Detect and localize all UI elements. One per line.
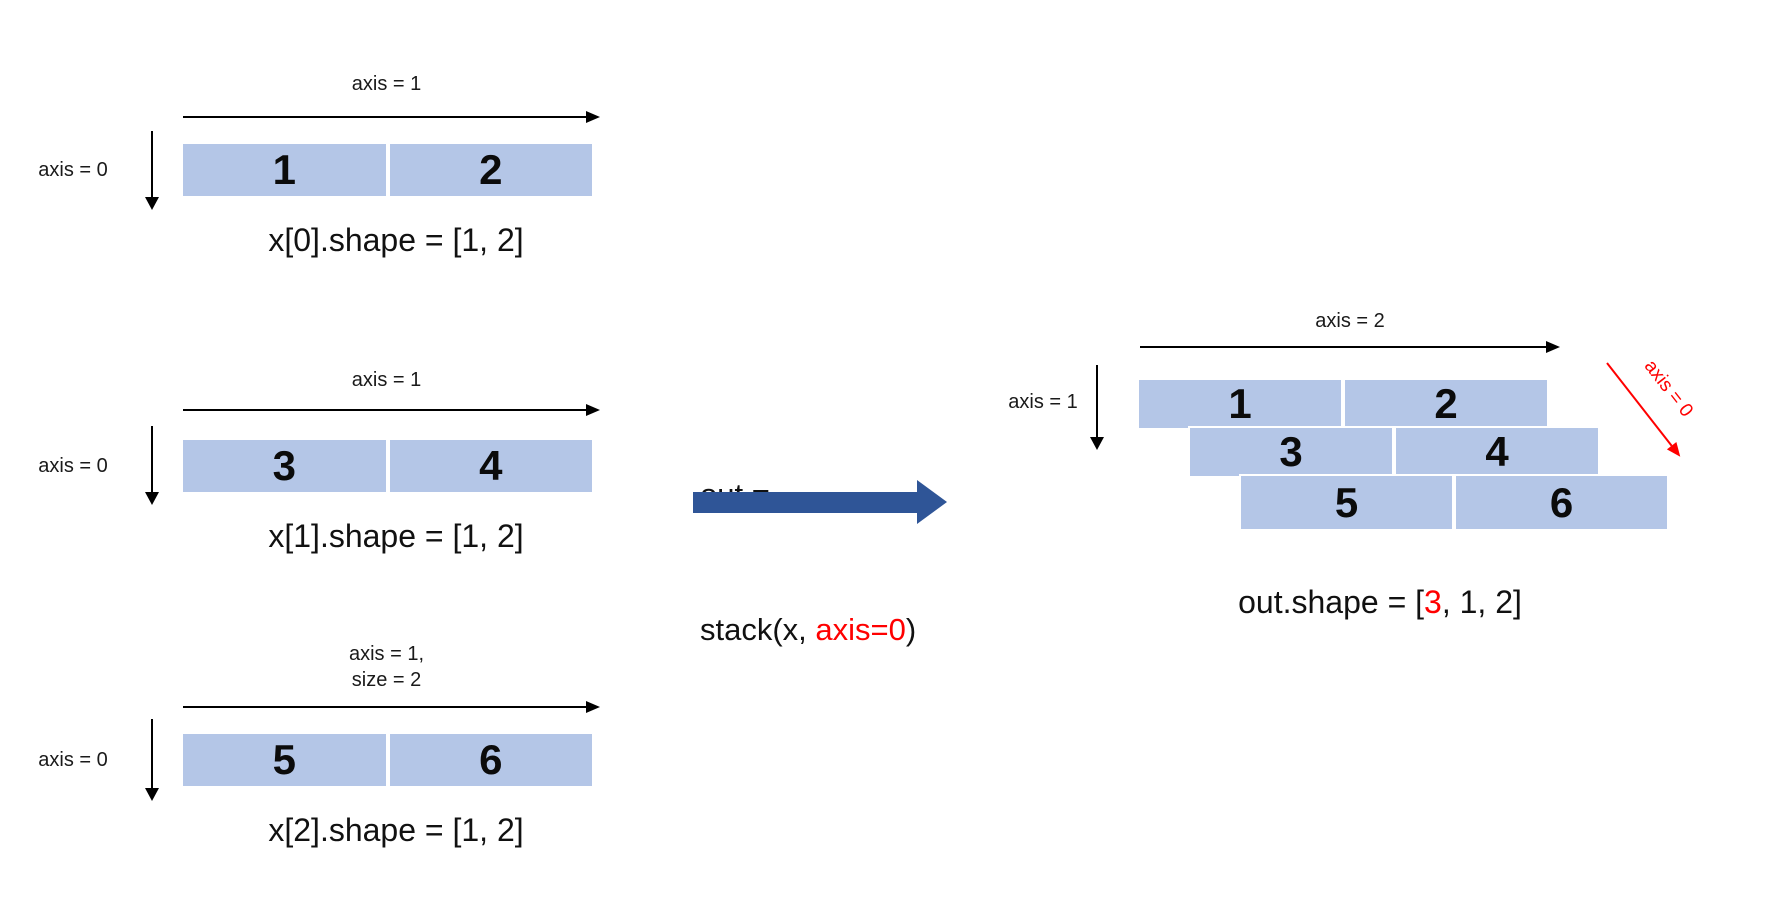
array-bar-x1: 3 4 — [181, 438, 594, 494]
transform-arrow-icon — [693, 480, 947, 524]
array-cell: 2 — [387, 142, 594, 198]
operation-text: out = stack(x, axis=0) — [700, 382, 916, 742]
array-cell: 1 — [181, 142, 388, 198]
axis1-label-text: axis = 1 — [351, 73, 422, 95]
axis1-arrow-icon — [1090, 365, 1104, 450]
axis1-label: axis = 1 — [1008, 391, 1078, 413]
array-cell: 4 — [1394, 426, 1600, 478]
output-shape-prefix: out.shape = [ — [1238, 584, 1425, 620]
stacked-row-1: 3 4 — [1188, 426, 1600, 478]
output-shape-caption: out.shape = [3, 1, 2] — [1180, 582, 1580, 622]
axis2-arrow-icon — [1140, 341, 1560, 353]
axis1-arrow-icon — [183, 701, 600, 713]
array-cell: 3 — [1188, 426, 1394, 478]
axis1-label-text: axis = 1, — [348, 643, 425, 665]
operation-close-paren: ) — [905, 612, 917, 647]
array-cell: 6 — [387, 732, 594, 788]
stacked-row-0: 1 2 — [1137, 378, 1549, 430]
array-cell: 5 — [1239, 474, 1454, 531]
axis0-arrow-icon — [145, 131, 159, 210]
array-bar-x2: 5 6 — [181, 732, 594, 788]
array-cell: 4 — [387, 438, 594, 494]
axis1-arrow-icon — [183, 404, 600, 416]
axis1-arrow-icon — [183, 111, 600, 123]
axis0-arrow-icon — [145, 426, 159, 505]
axis1-label: axis = 1 — [180, 367, 593, 393]
array-bar-x0: 1 2 — [181, 142, 594, 198]
operation-axis-arg: axis=0 — [815, 612, 906, 647]
shape-caption-x2: x[2].shape = [1, 2] — [268, 812, 524, 848]
array-cell: 1 — [1137, 378, 1343, 430]
output-shape-suffix: , 1, 2] — [1441, 584, 1522, 620]
output-shape-stack-dim: 3 — [1424, 584, 1442, 620]
axis0-arrow-icon — [145, 719, 159, 801]
array-cell: 2 — [1343, 378, 1549, 430]
axis1-label-text: axis = 1 — [351, 369, 422, 391]
operation-line2: stack(x, axis=0) — [700, 607, 916, 652]
array-cell: 3 — [181, 438, 388, 494]
axis1-size-label: axis = 1, size = 2 — [180, 641, 593, 693]
axis1-label: axis = 1 — [180, 71, 593, 97]
axis0-label: axis = 0 — [38, 749, 108, 771]
size-label-text: size = 2 — [351, 669, 422, 691]
array-cell: 6 — [1454, 474, 1669, 531]
shape-caption-x1: x[1].shape = [1, 2] — [268, 518, 524, 554]
axis0-label: axis = 0 — [38, 159, 108, 181]
axis2-label: axis = 2 — [1315, 310, 1385, 332]
stacked-row-2: 5 6 — [1239, 474, 1669, 531]
array-cell: 5 — [181, 732, 388, 788]
axis0-label-red: axis = 0 — [1639, 356, 1697, 422]
axis0-label: axis = 0 — [38, 455, 108, 477]
operation-call-text: stack(x, — [700, 612, 816, 647]
shape-caption-x0: x[0].shape = [1, 2] — [268, 222, 524, 258]
